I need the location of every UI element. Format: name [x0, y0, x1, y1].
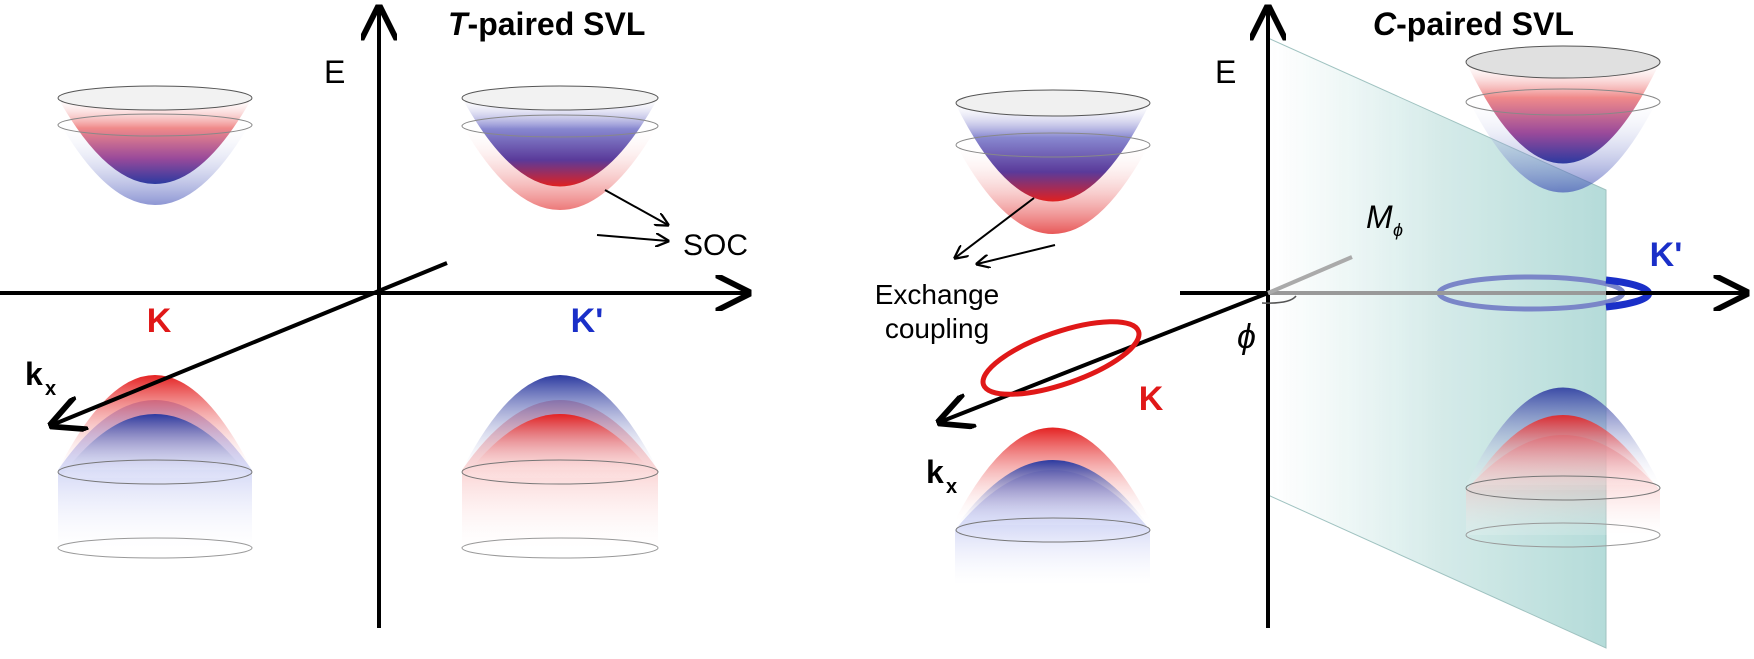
exchange-label-line2: coupling — [885, 313, 989, 344]
left-soc-arrow-lower — [596, 235, 668, 241]
right-valley-Kprime-label: K' — [1650, 236, 1683, 274]
exchange-label-line1: Exchange — [875, 279, 1000, 310]
left-K-conduction-band — [57, 85, 253, 205]
left-K-valence-band — [57, 375, 253, 559]
exchange-arrow-upper — [955, 197, 1035, 258]
left-Kprime-conduction-band — [461, 85, 659, 210]
left-valley-K-label: K — [147, 302, 172, 340]
right-kx-k: k — [926, 454, 944, 490]
right-kx-subscript: x — [946, 476, 957, 498]
left-kx-axis — [52, 261, 448, 425]
right-panel: C-paired SVL E Exchange coupling M ϕ ϕ K… — [875, 6, 1746, 649]
left-panel-title: T-paired SVL — [448, 6, 645, 42]
right-valley-K-label: K — [1139, 380, 1164, 418]
right-K-ring — [980, 319, 1142, 397]
left-soc-arrow-upper — [604, 189, 668, 225]
right-panel-title: C-paired SVL — [1373, 6, 1574, 42]
left-kx-label: k x — [25, 356, 56, 400]
exchange-arrow-lower — [977, 244, 1056, 264]
right-kx-label: k x — [926, 454, 957, 498]
left-kx-subscript: x — [45, 378, 56, 400]
left-soc-label: SOC — [683, 229, 748, 262]
angle-label: ϕ — [1237, 318, 1256, 356]
right-K-conduction-band — [955, 89, 1151, 234]
right-energy-label: E — [1215, 54, 1236, 90]
left-panel: T-paired SVL E K K' SOC k x — [0, 6, 748, 628]
left-valley-Kprime-label: K' — [571, 302, 604, 340]
right-K-valence-band — [955, 427, 1151, 585]
right-Kprime-valence-band — [1465, 387, 1661, 548]
left-kx-k: k — [25, 356, 43, 392]
magnetization-direction — [1267, 255, 1353, 295]
right-Kprime-conduction-band — [1465, 45, 1661, 193]
left-energy-label: E — [324, 54, 345, 90]
magnetization-M: M — [1366, 199, 1393, 235]
magnetization-label: M ϕ — [1366, 199, 1403, 240]
right-kx-axis — [940, 291, 1269, 422]
magnetization-subscript: ϕ — [1393, 220, 1403, 240]
left-Kprime-valence-band — [461, 375, 659, 559]
angle-arc — [1261, 295, 1297, 304]
